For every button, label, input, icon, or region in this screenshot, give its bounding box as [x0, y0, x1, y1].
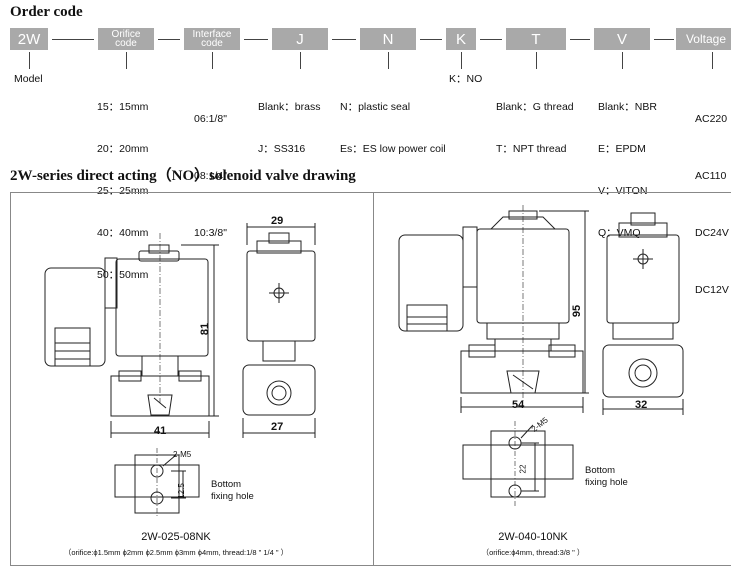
seal-option: Es：ES low power coil	[340, 143, 446, 155]
dim-height-value: 95	[571, 304, 584, 318]
coil	[115, 244, 209, 357]
valve-drawing-right	[398, 205, 684, 507]
interface-option: 08:1/4"	[194, 170, 227, 182]
code-dash	[654, 39, 674, 40]
voltage-options: AC220 AC110 DC24V DC12V	[695, 72, 729, 319]
thread-option: Blank：G thread	[496, 101, 574, 113]
drawing-panel-left: 41 81 29 27 2-M5 12.5 Bottom fixing hole…	[10, 192, 374, 566]
code-box-model: 2W	[10, 28, 48, 50]
voltage-option: AC110	[695, 170, 727, 182]
screw-label: 2-M5	[173, 450, 192, 459]
seal-option: N：plastic seal	[340, 101, 411, 113]
orifice-option: 25：25mm	[97, 185, 149, 197]
orifice-option: 15：15mm	[97, 101, 149, 113]
voltage-option: DC12V	[695, 284, 729, 296]
code-dash	[158, 39, 180, 40]
leader-line	[29, 52, 30, 69]
dim-width-value: 54	[512, 399, 525, 411]
bottom-label: Bottom	[211, 479, 242, 490]
dim-height-value: 81	[199, 322, 212, 336]
interface-option: 10:3/8"	[194, 227, 227, 239]
code-dash	[480, 39, 502, 40]
tube	[486, 205, 560, 403]
model-caption-right: 2W-040-10NK	[498, 531, 568, 543]
code-dash	[332, 39, 356, 40]
interface-options: 06:1/8" 08:1/4" 10:3/8"	[194, 72, 227, 262]
leader-line	[126, 52, 127, 69]
orifice-option: 40：40mm	[97, 227, 149, 239]
fixing-hole-label: fixing hole	[585, 477, 628, 488]
orifice-options: 15：15mm 20：20mm 25：25mm 40：40mm 50：50mm	[97, 72, 148, 296]
code-box-body: J	[272, 28, 328, 50]
valve-drawing-left	[44, 223, 316, 518]
valve-body	[110, 370, 210, 417]
body-material-options: Blank：brass J：SS316	[258, 72, 320, 170]
code-box-normal-state: K	[446, 28, 476, 50]
dim-side-bottom-value: 32	[635, 399, 648, 411]
hole-spacing-value: 22	[518, 464, 528, 474]
dim-height-right	[539, 210, 589, 394]
voltage-option: AC220	[695, 113, 728, 125]
leader-line	[300, 52, 301, 69]
voltage-option: DC24V	[695, 227, 729, 239]
drawing-panel-right: 54 95 32 2-M5 22 Bottom fixing hole 2W-0…	[373, 192, 731, 566]
side-view-right	[602, 212, 684, 415]
dim-side-top-value: 29	[271, 215, 284, 227]
interface-option: 06:1/8"	[194, 113, 227, 125]
leader-line	[461, 52, 462, 69]
dim-height-left	[181, 244, 219, 417]
model-label: Model	[14, 73, 43, 85]
body-material-option: Blank：brass	[258, 101, 321, 113]
hole-spacing-value: 12.5	[176, 483, 186, 499]
body-material-option: J：SS316	[258, 143, 306, 155]
code-dash	[244, 39, 268, 40]
code-box-seal: N	[360, 28, 416, 50]
seal-options: N：plastic seal Es：ES low power coil	[340, 72, 446, 170]
leader-line	[212, 52, 213, 69]
code-dash	[420, 39, 442, 40]
dim-width-right	[460, 397, 584, 413]
connector-box	[44, 257, 118, 367]
thread-options: Blank：G thread T：NPT thread	[496, 72, 574, 170]
code-box-seal-material: V	[594, 28, 650, 50]
bottom-label: Bottom	[585, 465, 616, 476]
drawing-title: 2W-series direct acting（NO）solenoid valv…	[10, 168, 356, 184]
bottom-view-left	[114, 448, 200, 518]
seal-material-option: V：VITON	[598, 185, 648, 197]
model-note-right: （orifice:ϕ4mm, thread:3/8 " ）	[481, 548, 585, 557]
normal-state-option: K：NO	[449, 73, 483, 85]
code-dash	[570, 39, 590, 40]
model-caption-left: 2W-025-08NK	[141, 531, 211, 543]
orifice-option: 20：20mm	[97, 143, 149, 155]
dim-side-bottom-value: 27	[271, 421, 284, 433]
leader-line	[622, 52, 623, 69]
code-box-voltage: Voltage	[676, 28, 731, 50]
leader-line	[388, 52, 389, 69]
connector-box	[398, 226, 478, 332]
fixing-hole-label: fixing hole	[211, 491, 254, 502]
thread-option: T：NPT thread	[496, 143, 567, 155]
dim-width-value: 41	[154, 425, 167, 437]
orifice-option: 50：50mm	[97, 269, 149, 281]
code-box-thread: T	[506, 28, 566, 50]
seal-material-option: Blank：NBR	[598, 101, 657, 113]
leader-line	[712, 52, 713, 69]
side-view-left	[242, 223, 316, 438]
bottom-view-right	[462, 421, 574, 507]
leader-line	[536, 52, 537, 69]
seal-material-option: E：EPDM	[598, 143, 646, 155]
order-code-title: Order code	[10, 4, 83, 20]
code-dash	[52, 39, 94, 40]
model-note-left: （orifice:ϕ1.5mm ϕ2mm ϕ2.5mm ϕ3mm ϕ4mm, t…	[63, 548, 289, 557]
seal-material-options: Blank：NBR E：EPDM V：VITON Q：VMQ	[598, 72, 657, 254]
valve-body	[460, 344, 584, 394]
dim-width-left	[110, 421, 210, 438]
